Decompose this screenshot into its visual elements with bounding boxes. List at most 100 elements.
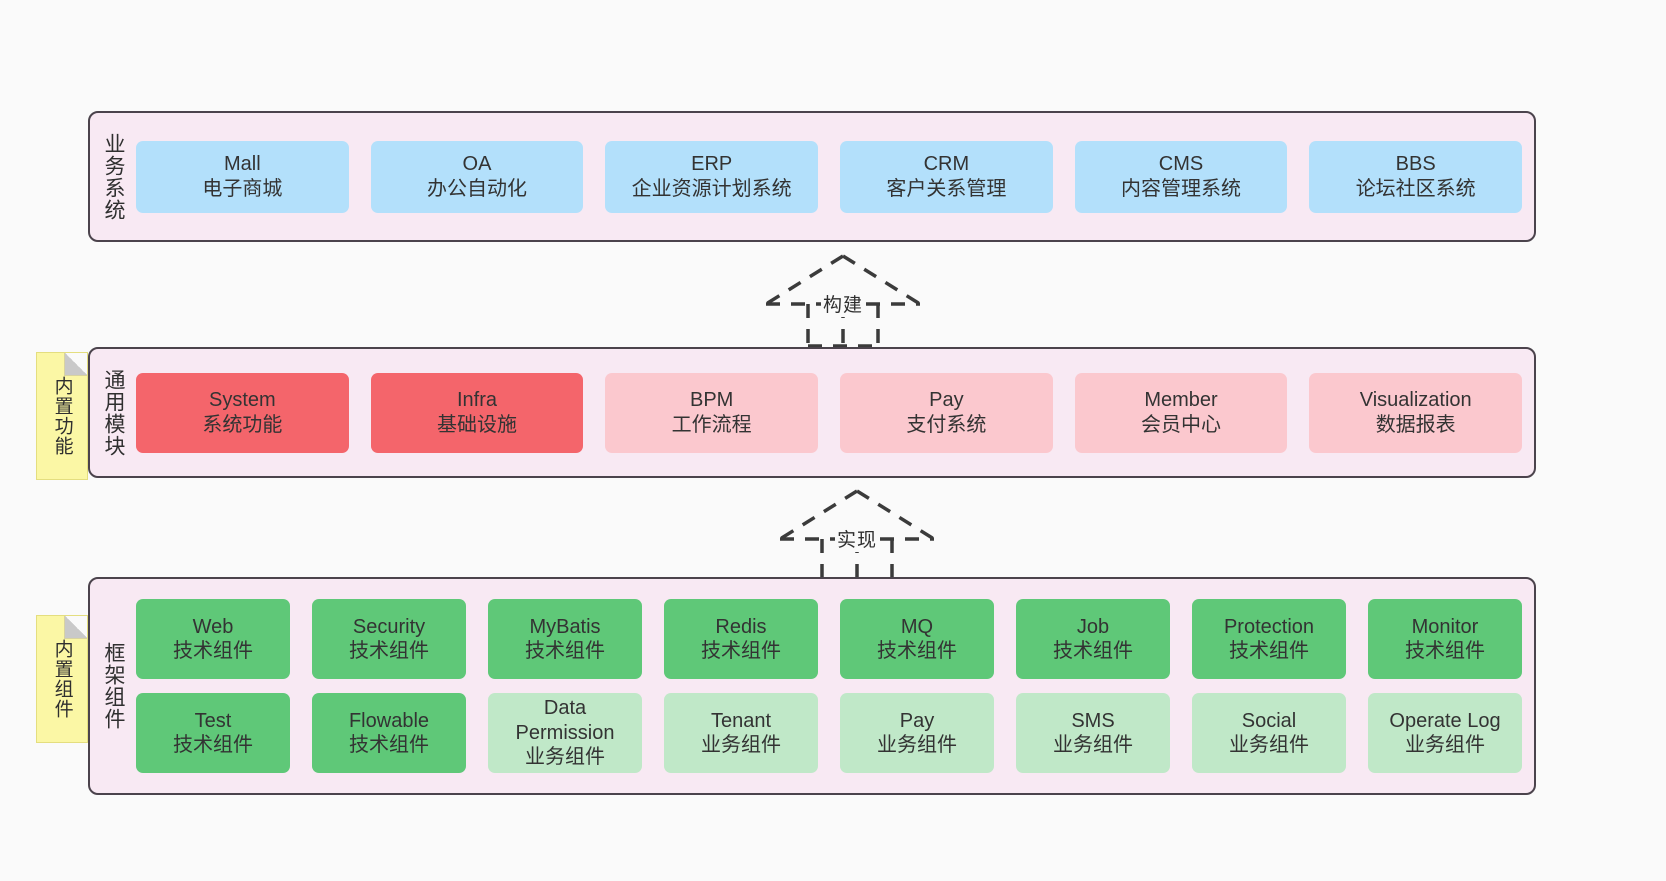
card-title-cn: 论坛社区系统 (1355, 177, 1476, 200)
card-title-en: Visualization (1359, 389, 1472, 412)
card-title-en: Protection (1223, 615, 1315, 638)
card-title-cn: 业务组件 (525, 746, 605, 769)
card-title-en: BBS (1395, 153, 1436, 176)
note-built-in-components: 内置组件 (36, 615, 88, 743)
connector-build-label: 构建 (820, 290, 866, 317)
card-title-en: System (208, 389, 276, 412)
card-title-cn: 技术组件 (349, 640, 429, 662)
connector-build: 构建 (748, 252, 938, 348)
layer-business-system-title: 业务系统 (101, 132, 125, 221)
card-title-en: Pay (929, 389, 964, 412)
note-built-in-functions: 内置功能 (36, 352, 88, 480)
card-title-en: SMS (1071, 709, 1115, 732)
card-title-cn: 技术组件 (525, 640, 605, 662)
card-title-en: ERP (691, 153, 733, 176)
card-title-en: MyBatis (529, 615, 601, 638)
connector-realize: 实现 (762, 487, 952, 583)
card-title-en: Web (192, 615, 234, 638)
card-title-en: CRM (923, 153, 970, 176)
card-title-en: Redis (715, 615, 767, 638)
card-title-cn: 系统功能 (202, 413, 283, 436)
card-title-en: Tenant (710, 709, 772, 732)
card-title-en: Job (1076, 615, 1110, 638)
card-title-en: Test (194, 709, 232, 732)
card-title-en: Monitor (1411, 615, 1479, 638)
card-title-cn: 业务组件 (877, 734, 957, 756)
card-title-cn: 业务组件 (1053, 734, 1133, 756)
layer-framework-components-title: 框架组件 (101, 642, 125, 730)
card-title-en: Flowable (348, 709, 430, 732)
card-title-cn: 办公自动化 (427, 177, 527, 200)
card-title-cn: 技术组件 (877, 640, 957, 662)
card-title-cn: 电子商城 (202, 177, 283, 200)
layer-common-modules-title: 通用模块 (101, 368, 125, 457)
card-title-cn: 技术组件 (1229, 640, 1309, 662)
card-title-cn: 业务组件 (701, 734, 781, 756)
card-title-en: Operate Log (1389, 709, 1501, 732)
card-title-en: CMS (1158, 153, 1204, 176)
card-title-cn: 内容管理系统 (1121, 177, 1242, 200)
card-title-cn: 数据报表 (1375, 413, 1456, 436)
card-title-cn: 企业资源计划系统 (631, 177, 792, 200)
card-title-cn: 业务组件 (1229, 734, 1309, 756)
card-title-cn: 会员中心 (1141, 413, 1222, 436)
card-title-cn: 工作流程 (671, 413, 752, 436)
card-title-cn: 基础设施 (437, 413, 517, 436)
card-title-en: BPM (690, 389, 734, 412)
card-title-en: Mall (224, 153, 261, 176)
card-title-cn: 技术组件 (1053, 640, 1133, 662)
card-title-cn: 技术组件 (1405, 640, 1485, 662)
card-title-en: OA (462, 153, 492, 176)
card-title-cn: 技术组件 (349, 734, 429, 756)
card-title-en: Social (1241, 709, 1297, 732)
card-title-cn: 技术组件 (173, 734, 253, 756)
card-title-en: Data Permission (515, 697, 615, 744)
card-title-en: Security (352, 615, 426, 638)
card-title-cn: 支付系统 (906, 413, 987, 436)
card-title-en: MQ (900, 615, 934, 638)
card-title-cn: 客户关系管理 (886, 177, 1007, 200)
card-title-en: Infra (456, 389, 498, 412)
card-title-cn: 技术组件 (701, 640, 781, 662)
connector-realize-label: 实现 (834, 525, 880, 552)
card-title-en: Pay (899, 709, 935, 732)
